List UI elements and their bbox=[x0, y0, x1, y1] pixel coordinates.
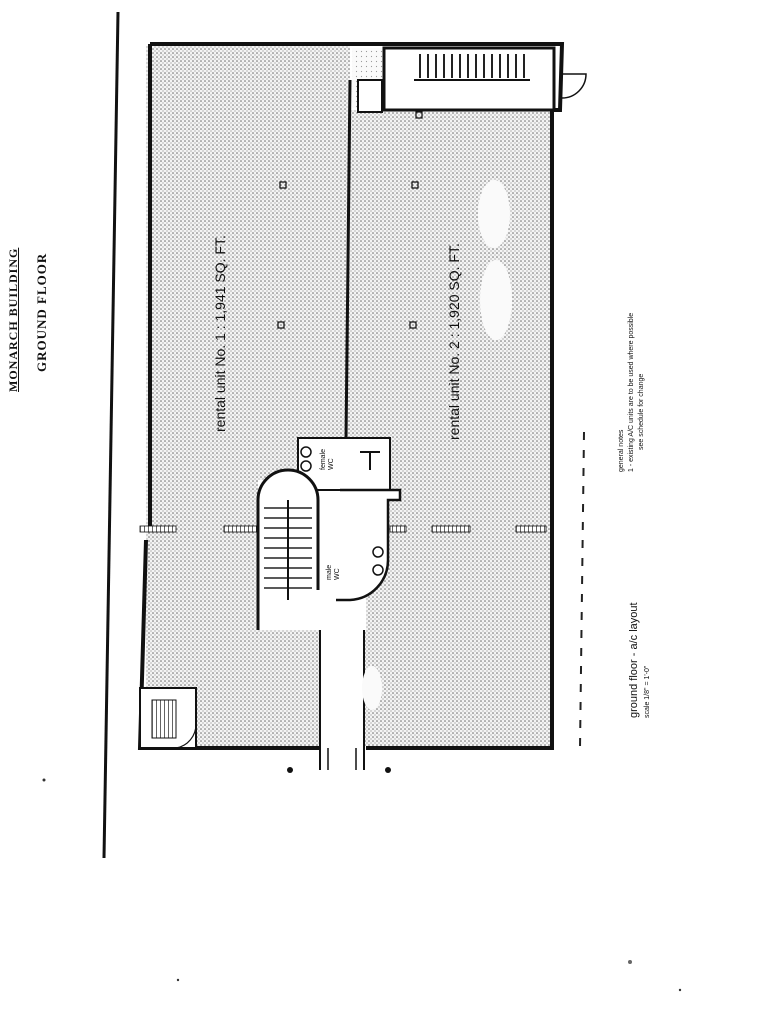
legend-scale: scale 1/8" = 1'-0" bbox=[644, 665, 651, 718]
female-wc-label: female WC bbox=[320, 448, 335, 470]
notes-line-2: see schedule for change bbox=[638, 373, 645, 450]
male-wc-label: male WC bbox=[326, 564, 341, 580]
unit-2-label: rental unit No. 2 : 1,920 SQ. FT. bbox=[446, 243, 462, 440]
ac-unit-markers bbox=[277, 111, 423, 329]
entrance-corridor bbox=[287, 630, 391, 773]
partition-walls bbox=[139, 525, 547, 533]
stair-core bbox=[256, 437, 402, 630]
notes-line-1: 1 - existing A/C units are to be used wh… bbox=[628, 312, 635, 472]
building-outline bbox=[137, 42, 587, 750]
unit-1-label: rental unit No. 1 : 1,941 SQ. FT. bbox=[212, 235, 228, 432]
floor-title: GROUND FLOOR bbox=[34, 252, 49, 372]
corner-room bbox=[139, 687, 197, 749]
building-title: MONARCH BUILDING bbox=[6, 247, 20, 392]
notes-divider bbox=[579, 431, 585, 749]
unit-2-floor bbox=[350, 110, 552, 746]
notes-title: general notes bbox=[618, 429, 625, 472]
page-margin-rule bbox=[102, 11, 120, 859]
legend-title: ground floor - a/c layout bbox=[628, 602, 640, 718]
